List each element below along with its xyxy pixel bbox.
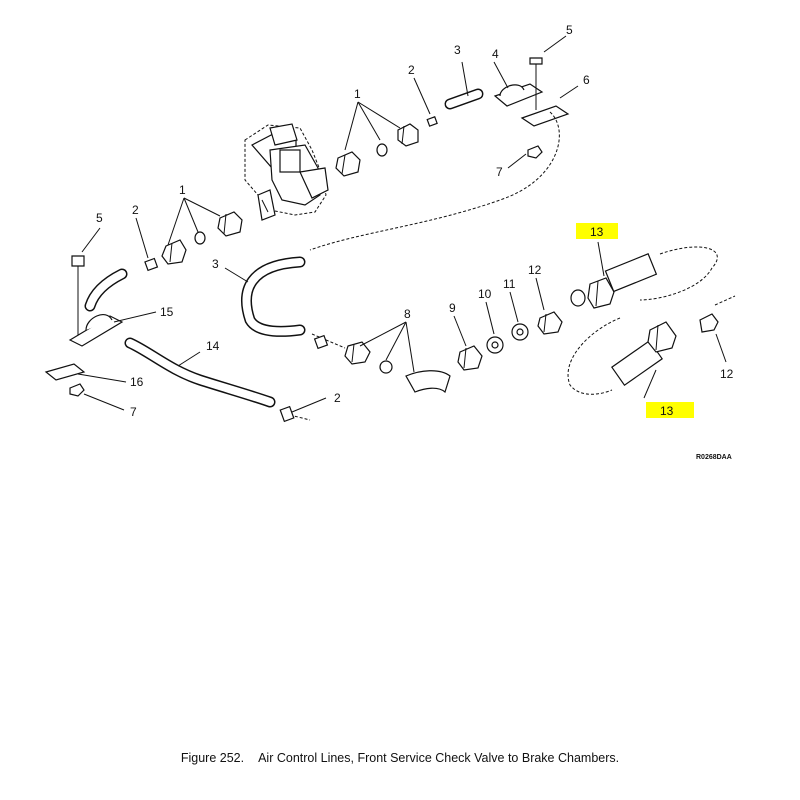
left-clamp-assembly [44, 255, 128, 397]
air-line-lower [311, 333, 346, 349]
callout-15: 15 [160, 305, 174, 319]
lower-fittings [279, 311, 563, 423]
callout-12-upper: 12 [528, 263, 542, 277]
callout-6: 6 [583, 73, 590, 87]
callout-11: 11 [503, 277, 516, 291]
hose-item-14 [124, 337, 276, 408]
callout-13-lower-highlight [646, 402, 694, 418]
callout-3-lower: 3 [212, 257, 219, 271]
callout-2-upper: 2 [408, 63, 415, 77]
callout-9: 9 [449, 301, 456, 315]
leader-lines [77, 35, 727, 413]
callout-13-upper-highlight [576, 223, 618, 239]
callout-16: 16 [130, 375, 144, 389]
callout-1-lower: 1 [179, 183, 186, 197]
figure-caption: Figure 252. Air Control Lines, Front Serv… [0, 751, 800, 765]
air-line-right-upper [639, 246, 718, 301]
drawing-code: R0268DAA [696, 454, 732, 461]
lower-fittings-item-1 [144, 211, 243, 272]
callout-1-upper: 1 [354, 87, 361, 101]
callout-7-left: 7 [130, 405, 137, 419]
callout-5-upper: 5 [566, 23, 573, 37]
callout-3-upper: 3 [454, 43, 461, 57]
figure-number: Figure 252. [180, 751, 245, 765]
callout-12-right: 12 [720, 367, 734, 381]
check-valve-body [244, 123, 329, 221]
upper-clamp-assembly [444, 57, 570, 159]
air-line-right-lower [567, 317, 621, 395]
callout-14: 14 [206, 339, 220, 353]
brake-hose-upper-item-13 [570, 253, 658, 309]
upper-fittings-item-1 [335, 116, 438, 177]
callout-13-lower: 13 [660, 404, 674, 418]
long-hose-item-3 [241, 256, 306, 337]
callout-labels: 1 1 2 2 2 3 3 4 5 5 6 7 7 8 9 10 11 12 1… [96, 23, 734, 461]
callout-5-left: 5 [96, 211, 103, 225]
air-line-bottom [289, 414, 311, 421]
air-line-end [714, 295, 736, 306]
figure-title: Air Control Lines, Front Service Check V… [258, 751, 620, 765]
brake-hose-lower-item-13 [611, 313, 719, 387]
callout-8: 8 [404, 307, 411, 321]
air-line-upper [309, 111, 560, 251]
callout-2-lower: 2 [334, 391, 341, 405]
callout-13-upper: 13 [590, 225, 604, 239]
callout-4: 4 [492, 47, 499, 61]
callout-7-upper: 7 [496, 165, 503, 179]
callout-2-left: 2 [132, 203, 139, 217]
callout-10: 10 [478, 287, 492, 301]
